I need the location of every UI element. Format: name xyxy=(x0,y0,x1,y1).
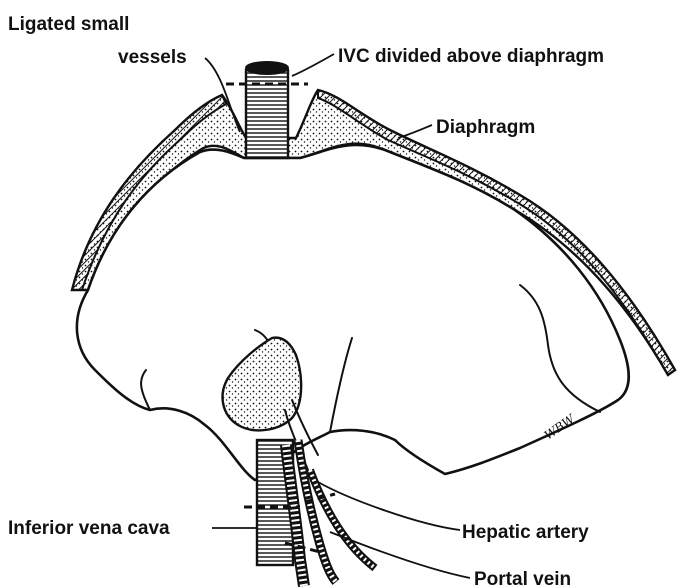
leader-diaphragm xyxy=(398,125,432,138)
label-inferior-vena-cava: Inferior vena cava xyxy=(8,518,170,539)
label-ivc-divided: IVC divided above diaphragm xyxy=(338,46,604,67)
leader-ivc-divided xyxy=(292,54,334,76)
label-diaphragm: Diaphragm xyxy=(436,117,535,138)
suprahepatic-ivc xyxy=(246,62,288,158)
label-portal-vein: Portal vein xyxy=(474,569,571,588)
label-vessels: vessels xyxy=(118,47,187,68)
label-ligated-small: Ligated small xyxy=(8,14,129,35)
label-hepatic-artery: Hepatic artery xyxy=(462,522,589,543)
